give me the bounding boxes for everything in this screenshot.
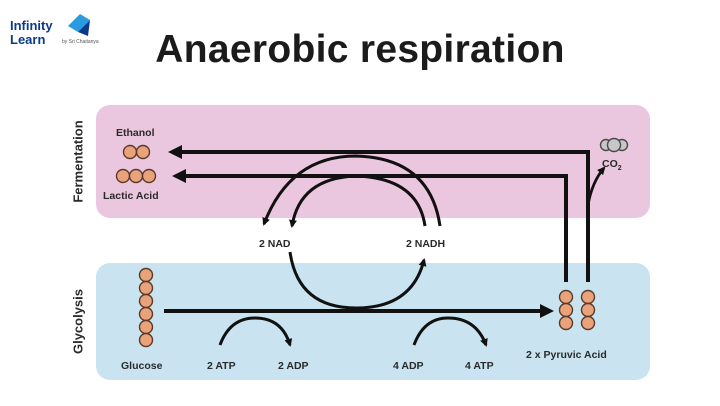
glucose-label: Glucose	[121, 360, 163, 372]
co2-text: CO	[602, 158, 618, 170]
co2-label: CO2	[602, 158, 622, 172]
co2-subscript: 2	[617, 165, 622, 173]
nad-cycle-upper-arc-outer	[262, 154, 442, 227]
pyruvate-to-lactic-acid-arrow	[172, 169, 568, 282]
infinity-logo-icon	[68, 14, 90, 36]
glucose-molecule-icon	[138, 267, 154, 348]
pyruvate-to-ethanol-arrow	[168, 145, 590, 282]
lactic-acid-molecule-icon	[115, 168, 157, 184]
logo-text-line2: Learn	[10, 32, 46, 47]
co2-molecule-icon	[599, 137, 629, 153]
co2-release-arrow	[586, 166, 606, 206]
pyruvic-acid-label: 2 x Pyruvic Acid	[526, 349, 607, 361]
ethanol-molecule-icon	[122, 144, 151, 160]
logo-text-line1: Infinity	[10, 18, 53, 33]
adp-output-label: 2 ADP	[278, 360, 309, 372]
lactic-acid-label: Lactic Acid	[103, 190, 159, 202]
nad-cycle-upper-arc-inner	[289, 174, 427, 228]
page-title: Anaerobic respiration	[155, 28, 565, 71]
glycolysis-panel	[96, 263, 650, 380]
atp-output-label: 4 ATP	[465, 360, 494, 372]
fermentation-panel	[96, 105, 650, 218]
nad-label: 2 NAD	[259, 238, 291, 250]
atp-input-label: 2 ATP	[207, 360, 236, 372]
pyruvic-acid-molecule-icon	[558, 289, 596, 331]
adp-input-label: 4 ADP	[393, 360, 424, 372]
nad-cycle-lower-arc	[288, 251, 427, 310]
logo-subtext: by Sri Chaitanya	[62, 39, 99, 45]
atp-to-adp-arrow	[218, 316, 293, 347]
nadh-label: 2 NADH	[406, 238, 446, 250]
infinity-learn-logo: Infinity Learn by Sri Chaitanya	[10, 10, 102, 54]
ethanol-label: Ethanol	[116, 127, 155, 139]
adp-to-atp-arrow	[412, 316, 488, 347]
